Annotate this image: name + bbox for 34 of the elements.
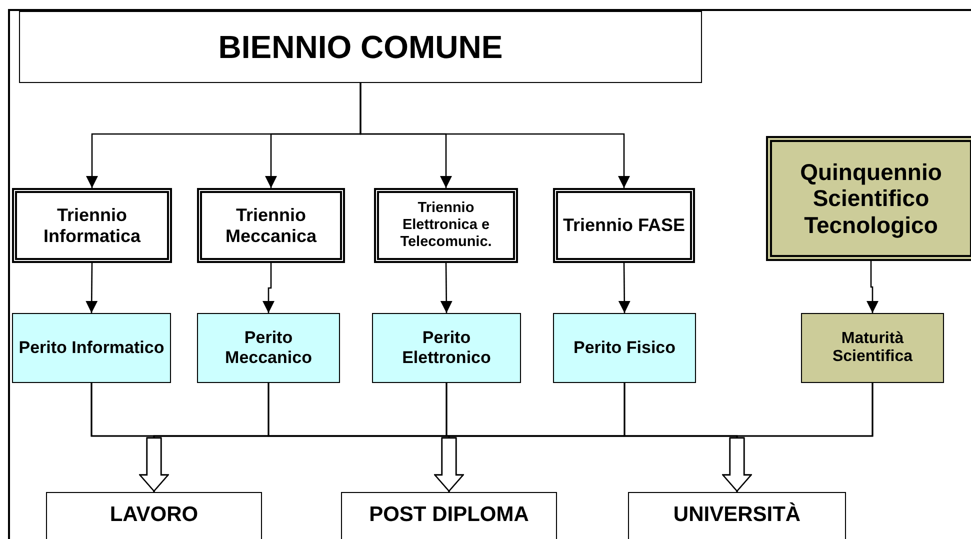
arrow [262,263,274,313]
course-box [374,188,518,263]
box-label: BIENNIO COMUNE [218,28,503,66]
box-label: POST DIPLOMA [369,503,529,528]
diploma-box [197,313,340,383]
arrow [360,83,630,188]
arrow [618,263,630,313]
stage-box [46,492,262,539]
box-label: Triennio Informatica [42,204,142,246]
course-box [553,188,695,263]
diploma-box [553,313,696,383]
arrow [86,263,98,313]
box-label: LAVORO [110,503,198,528]
diploma-box [372,313,521,383]
box-label: Quinquennio Scientifico Tecnologico [799,158,943,238]
stage-box [341,492,557,539]
course-box [766,136,971,261]
box-label: Perito Elettronico [401,328,492,368]
course-box [12,188,172,263]
stage-box [628,492,846,539]
box-label: Triennio FASE [562,215,686,236]
course-box [197,188,345,263]
stage-box [19,11,702,83]
box-label: UNIVERSITÀ [673,503,801,528]
box-label: Perito Informatico [18,338,164,358]
arrow [440,263,452,313]
box-label: Maturità Scientifica [831,330,914,366]
arrow [866,261,878,313]
box-label: Triennio Meccanica [224,204,318,246]
box-label: Perito Meccanico [224,328,313,368]
diploma-box [801,313,944,383]
box-label: Perito Fisico [573,338,676,358]
diploma-box [12,313,171,383]
box-label: Triennio Elettronica e Telecomunic. [399,200,493,250]
